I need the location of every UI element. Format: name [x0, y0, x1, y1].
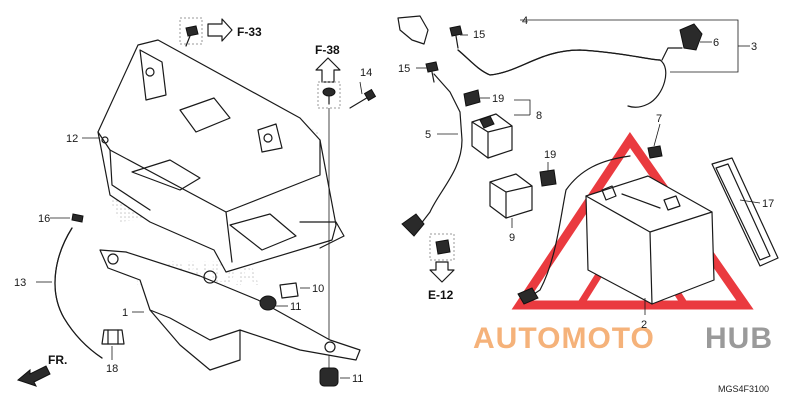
arrow-f33	[207, 18, 233, 42]
battery-cable-negative	[397, 15, 667, 108]
callout-8: 8	[536, 110, 542, 122]
front-arrow	[16, 365, 51, 387]
callout-10: 10	[312, 283, 324, 295]
ref-label-e12: E-12	[428, 288, 454, 302]
callout-1: 1	[122, 307, 128, 319]
callout-11-upper: 11	[290, 301, 301, 313]
callout-19-lower: 19	[544, 149, 556, 161]
rubber-mount-10	[279, 282, 299, 299]
callout-5: 5	[425, 129, 431, 141]
watermark: AUTOMOTO HUB	[473, 322, 773, 355]
callout-13: 13	[14, 277, 26, 289]
callout-19-upper: 19	[492, 93, 504, 105]
callout-6: 6	[713, 37, 719, 49]
rubber-mount-11-upper	[259, 295, 277, 311]
callout-12: 12	[66, 133, 78, 145]
callout-15-upper: 15	[473, 29, 485, 41]
callout-2: 2	[641, 319, 647, 331]
callout-11-lower: 11	[352, 373, 363, 385]
callout-4: 4	[522, 15, 528, 27]
callout-14: 14	[360, 67, 372, 79]
bolt-14	[349, 88, 377, 109]
fuse-19-upper	[463, 89, 481, 107]
clip-17	[71, 213, 84, 223]
fuse-19-lower	[539, 169, 557, 187]
breather-hose	[54, 227, 103, 359]
callout-9: 9	[509, 232, 515, 244]
watermark-text-part2: HUB	[705, 322, 773, 355]
callout-15-lower: 15	[398, 63, 410, 75]
ref-label-f33: F-33	[237, 25, 262, 39]
battery-cable-7	[517, 145, 663, 305]
starter-relay	[471, 113, 513, 159]
watermark-text-part1: AUTOMOTO	[473, 322, 655, 355]
grommet-e12	[435, 239, 451, 255]
callout-16: 18	[106, 363, 118, 375]
bolt-15-upper	[449, 25, 463, 49]
front-marker-label: FR.	[48, 353, 67, 367]
drawing-code: MGS4F3100	[718, 384, 769, 394]
bolt-f33	[179, 17, 203, 47]
ref-label-f38: F-38	[315, 43, 340, 57]
callout-18: 17	[762, 198, 774, 210]
relay-cover	[489, 173, 533, 219]
battery	[585, 175, 715, 305]
callout-7: 7	[656, 113, 662, 125]
battery-bracket	[99, 249, 361, 371]
battery-cable-positive	[401, 73, 463, 237]
clip-16	[101, 329, 125, 345]
bolt-15-lower	[425, 61, 439, 83]
arrow-e12	[429, 261, 455, 283]
callout-17: 16	[38, 213, 50, 225]
grommet-f38	[322, 87, 336, 105]
battery-band	[711, 157, 779, 267]
battery-box	[97, 39, 345, 273]
rubber-mount-11-lower	[319, 367, 339, 387]
connector-6	[661, 23, 703, 61]
callout-3: 3	[751, 41, 757, 53]
arrow-f38	[315, 57, 341, 83]
